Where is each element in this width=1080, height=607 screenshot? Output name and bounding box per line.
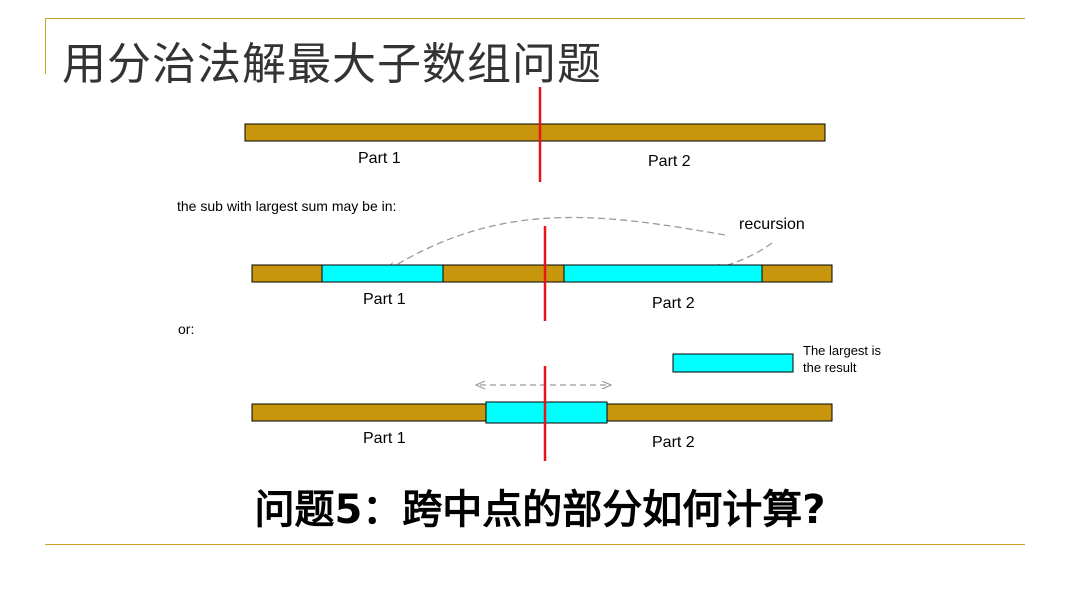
top-rule xyxy=(45,18,1025,19)
crossing-range-arrow-left-head xyxy=(474,380,486,390)
subarray-right-row2 xyxy=(563,264,763,283)
intro-text: the sub with largest sum may be in: xyxy=(177,198,396,214)
array-bar-row1 xyxy=(244,123,826,142)
part2-label-row3: Part 2 xyxy=(652,434,695,451)
left-rule xyxy=(45,18,46,74)
part1-label-row2: Part 1 xyxy=(363,291,406,308)
part1-label-row3: Part 1 xyxy=(363,430,406,447)
legend-text-line2: the result xyxy=(803,360,857,375)
slide-title: 用分治法解最大子数组问题 xyxy=(62,39,602,90)
part1-label-row1: Part 1 xyxy=(358,150,401,167)
crossing-subarray-row3 xyxy=(485,401,608,424)
legend-text-line1: The largest is xyxy=(803,343,882,358)
question-heading: 问题5：跨中点的部分如何计算? xyxy=(254,487,826,533)
part2-label-row1: Part 2 xyxy=(648,153,691,170)
recursion-label: recursion xyxy=(739,216,805,233)
or-text: or: xyxy=(178,321,194,337)
part2-label-row2: Part 2 xyxy=(652,295,695,312)
subarray-left-row2 xyxy=(321,264,444,283)
legend-swatch xyxy=(672,353,794,373)
recursion-arrow-left xyxy=(388,216,726,270)
bottom-rule xyxy=(45,544,1025,545)
